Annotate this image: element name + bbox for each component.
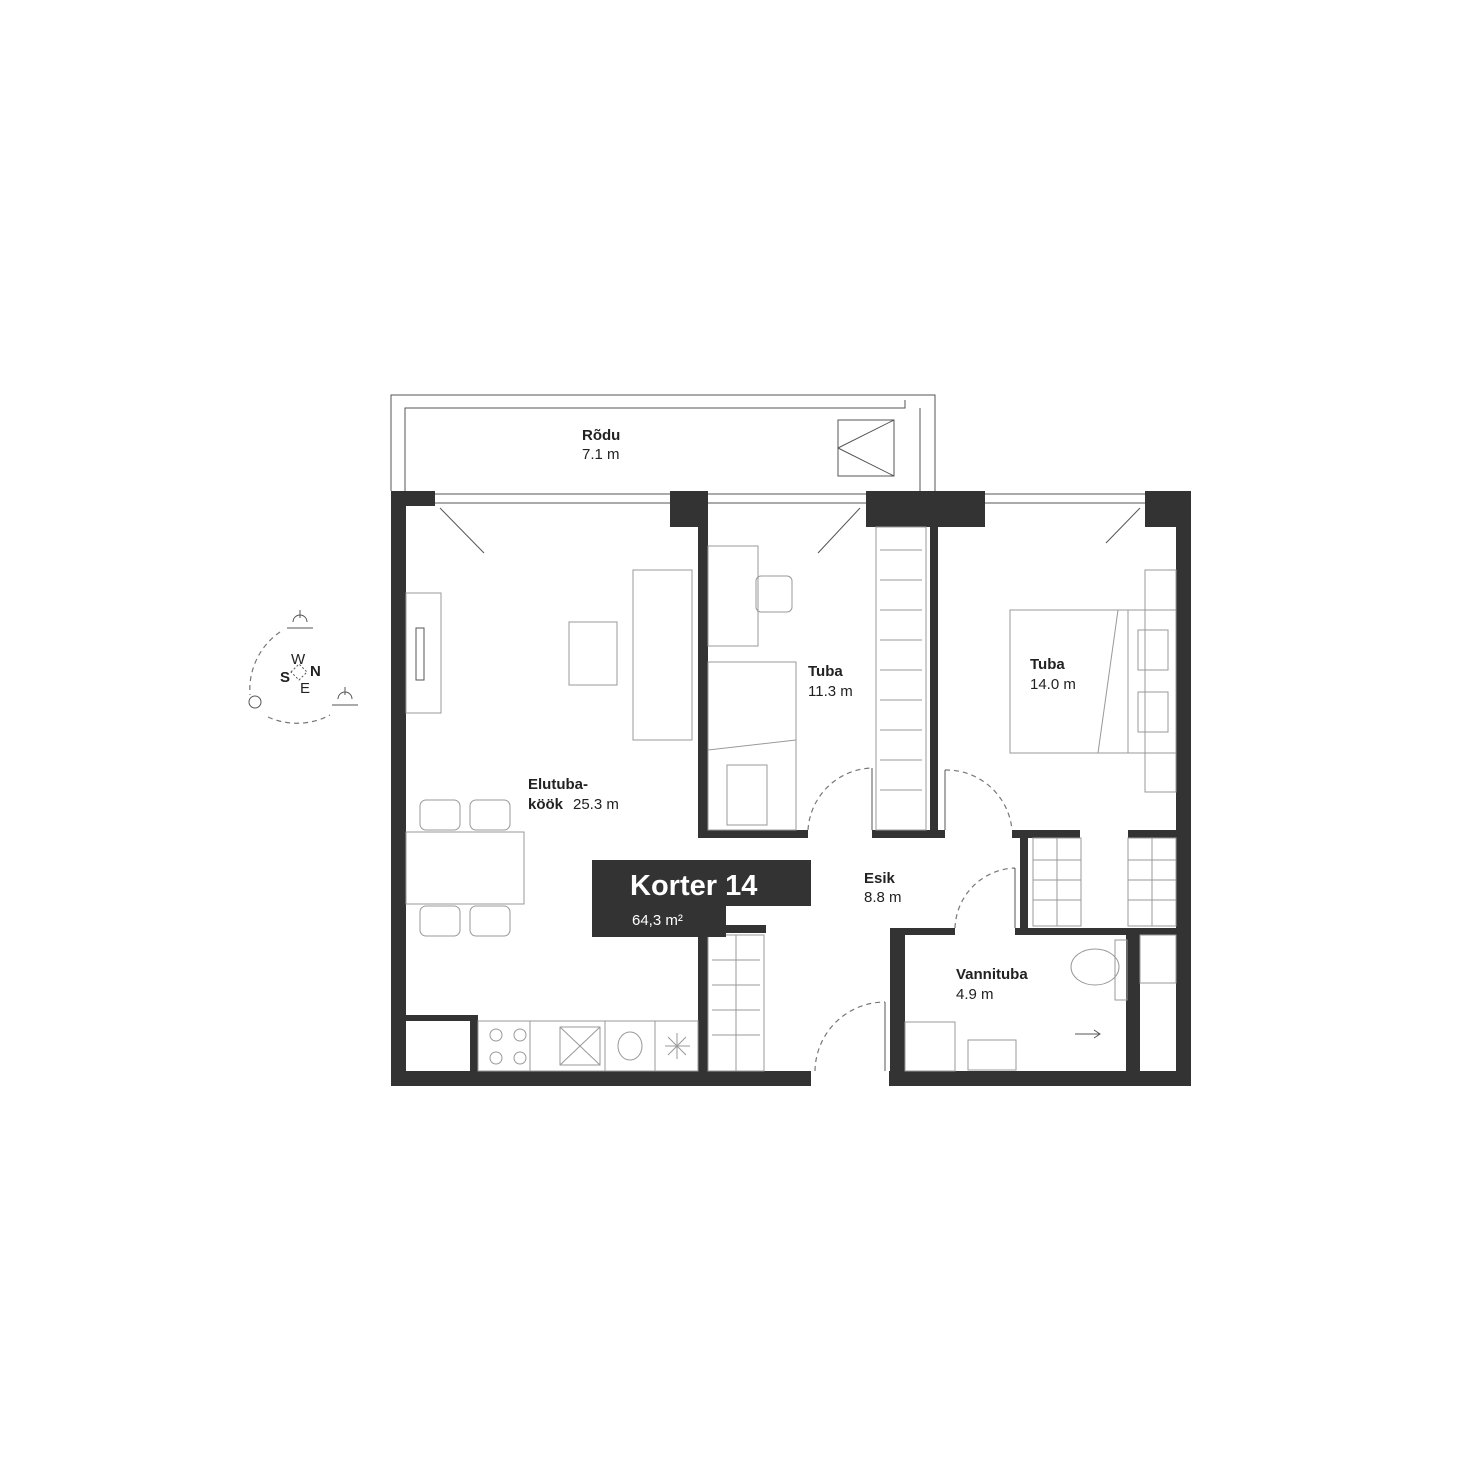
compass-north: N <box>310 663 321 680</box>
doors <box>807 767 1016 1072</box>
windows <box>435 493 1145 554</box>
room-area-balcony: 7.1 m <box>582 446 620 463</box>
room-name-living-2: köök <box>528 796 564 813</box>
room-name-living: Elutuba- <box>528 776 588 793</box>
room-area-bedroom-1: 11.3 m <box>808 683 853 700</box>
room-name-bedroom-1: Tuba <box>808 663 843 680</box>
room-area-living: 25.3 m <box>573 796 619 813</box>
room-area-bedroom-2: 14.0 m <box>1030 676 1076 693</box>
apartment-badge: Korter 14 64,3 m² <box>592 860 811 937</box>
compass-south: S <box>280 669 290 686</box>
room-name-bedroom-2: Tuba <box>1030 656 1065 673</box>
balcony <box>390 394 936 491</box>
apartment-title: Korter 14 <box>630 870 757 902</box>
room-name-balcony: Rõdu <box>582 427 620 444</box>
room-area-bathroom: 4.9 m <box>956 986 994 1003</box>
room-name-hall: Esik <box>864 870 896 887</box>
apartment-area: 64,3 m² <box>632 912 683 929</box>
compass-west: W <box>291 651 306 668</box>
room-area-hall: 8.8 m <box>864 889 902 906</box>
walls <box>391 491 1191 1086</box>
compass-east: E <box>300 680 310 697</box>
room-name-bathroom: Vannituba <box>956 966 1028 983</box>
furniture <box>405 526 1177 1072</box>
compass: S N W E <box>248 610 358 724</box>
